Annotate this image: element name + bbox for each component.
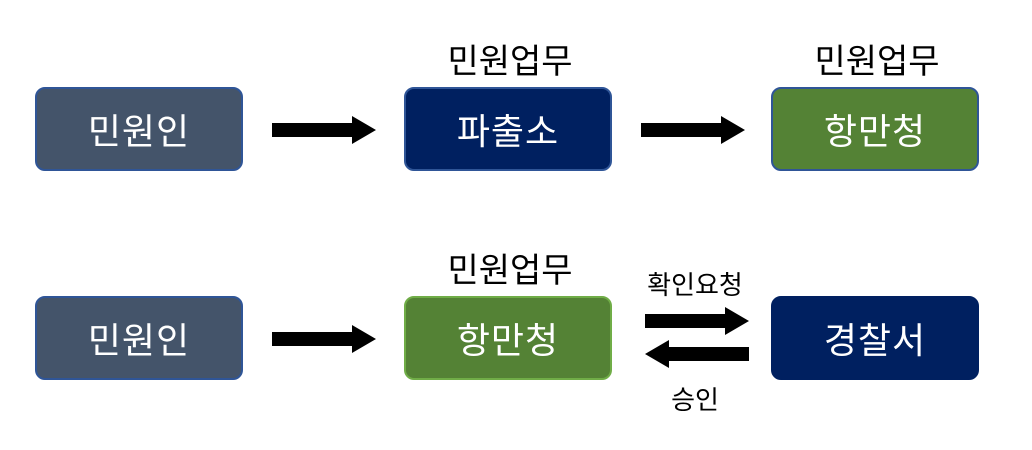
row2-arrow-1 xyxy=(272,325,376,353)
row1-middle-box: 파출소 xyxy=(404,87,612,171)
request-arrow-right xyxy=(645,307,749,335)
row2-source-box: 민원인 xyxy=(35,296,243,380)
row2-target-box: 경찰서 xyxy=(771,296,979,380)
row2-middle-caption: 민원업무 xyxy=(447,251,573,291)
row1-target-label: 항만청 xyxy=(823,112,927,153)
row1-middle-label: 파출소 xyxy=(456,112,560,153)
row2-middle-box: 항만청 xyxy=(404,296,612,380)
row1-source-box: 민원인 xyxy=(35,87,243,171)
row1-arrow-1 xyxy=(272,116,376,144)
row2-target-label: 경찰서 xyxy=(823,321,927,362)
row1-middle-caption: 민원업무 xyxy=(447,42,573,82)
row1-arrow-2 xyxy=(641,116,745,144)
request-label: 확인요청 xyxy=(647,271,743,301)
row1-target-box: 항만청 xyxy=(771,87,979,171)
row1-target-caption: 민원업무 xyxy=(814,42,940,82)
row2-middle-label: 항만청 xyxy=(456,321,560,362)
row1-source-label: 민원인 xyxy=(87,112,191,153)
approval-arrow-left xyxy=(645,340,749,368)
row2-source-label: 민원인 xyxy=(87,321,191,362)
approval-label: 승인 xyxy=(671,386,719,416)
